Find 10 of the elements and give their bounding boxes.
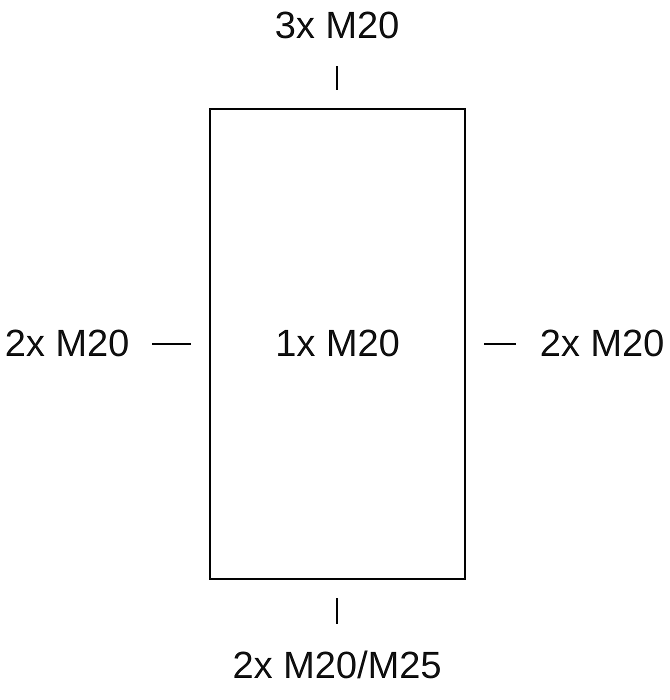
cable-entry-label: 2x M20 — [0, 322, 134, 366]
enclosure-box — [209, 108, 466, 580]
cable-entry-label: 2x M20 — [534, 322, 670, 366]
leader-line — [336, 598, 338, 624]
cable-entry-label: 3x M20 — [262, 4, 412, 48]
enclosure-label: 1x M20 — [275, 322, 400, 366]
leader-line — [152, 343, 191, 345]
leader-line — [484, 343, 516, 345]
cable-entry-label: 2x M20/M25 — [222, 642, 452, 690]
leader-line — [336, 66, 338, 90]
